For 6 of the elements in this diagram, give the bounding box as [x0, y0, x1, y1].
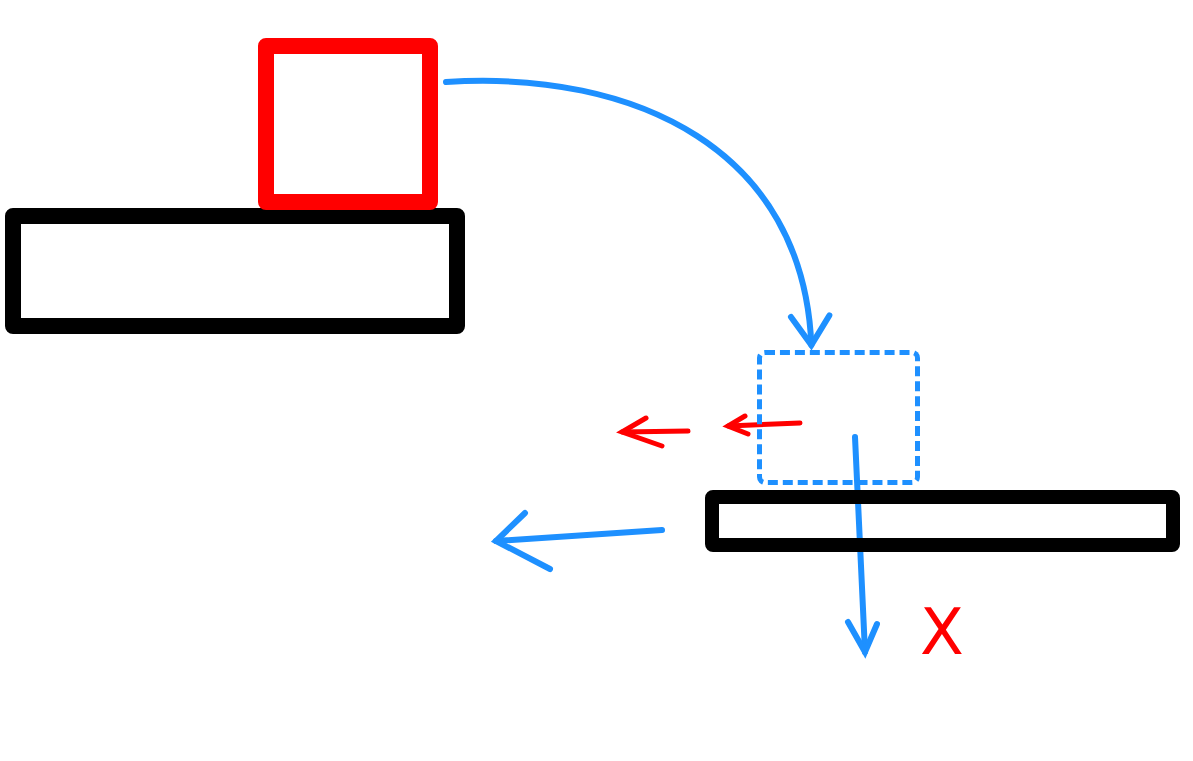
plank: [5, 208, 465, 334]
block: [258, 38, 438, 210]
label: X: [920, 600, 964, 664]
plank: [705, 490, 1180, 552]
curved-arrow: [443, 77, 831, 348]
dashed-block-outline: [757, 350, 920, 485]
